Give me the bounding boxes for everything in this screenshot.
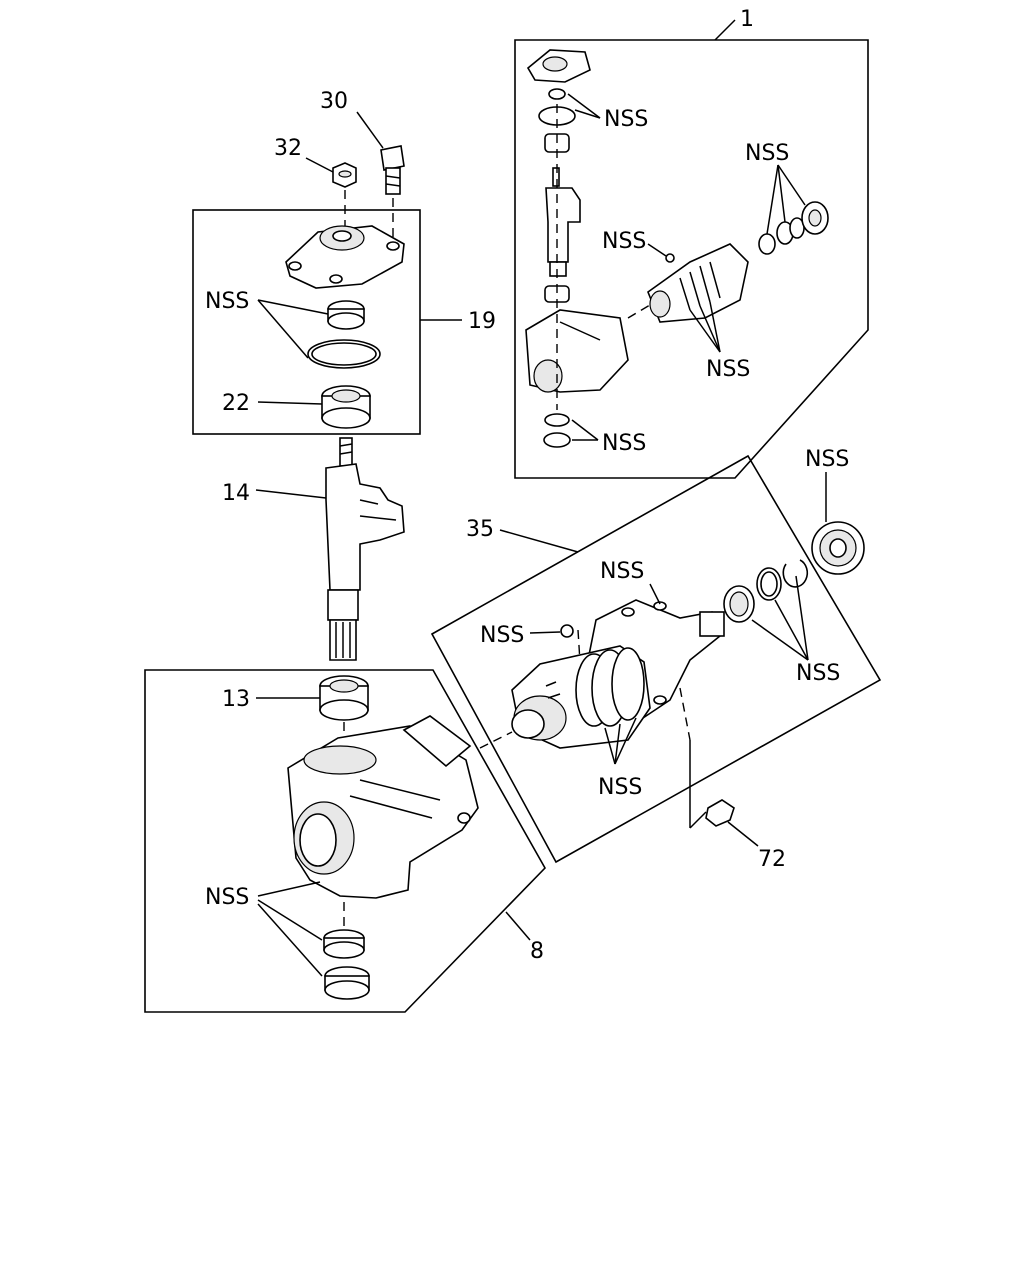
cover-kit-box-19: 19 NSS 22	[192, 209, 496, 435]
assembly-box-1: 1 NSS NSS	[514, 7, 869, 479]
callout-72: 72	[758, 847, 786, 872]
callout-nss-c: NSS	[602, 229, 646, 254]
callout-30: 30	[320, 89, 348, 114]
callout-1: 1	[740, 7, 754, 32]
callout-13: 13	[222, 687, 250, 712]
callout-nss-k: NSS	[480, 623, 524, 648]
sector-shaft-14: 14	[222, 437, 405, 661]
callout-14: 14	[222, 481, 250, 506]
callout-nss-j: NSS	[600, 559, 644, 584]
callout-nss-b: NSS	[602, 431, 646, 456]
callout-22: 22	[222, 391, 250, 416]
callout-nss-h: NSS	[805, 447, 849, 472]
callout-35: 35	[466, 517, 494, 542]
housing-box-8: 8 13 NSS	[144, 669, 546, 1013]
valve-assembly-box-35: 35 NSS NSS NSS NSS	[430, 447, 882, 872]
callout-nss-i: NSS	[796, 661, 840, 686]
callout-nss-a: NSS	[604, 107, 648, 132]
callout-nss-l: NSS	[598, 775, 642, 800]
callout-19: 19	[468, 309, 496, 334]
callout-8: 8	[530, 939, 544, 964]
callout-nss-e: NSS	[745, 141, 789, 166]
bolt-and-nut: 30 32	[274, 89, 405, 240]
callout-nss-g: NSS	[205, 885, 249, 910]
callout-nss-f: NSS	[205, 289, 249, 314]
callout-nss-d: NSS	[706, 357, 750, 382]
callout-32: 32	[274, 136, 302, 161]
